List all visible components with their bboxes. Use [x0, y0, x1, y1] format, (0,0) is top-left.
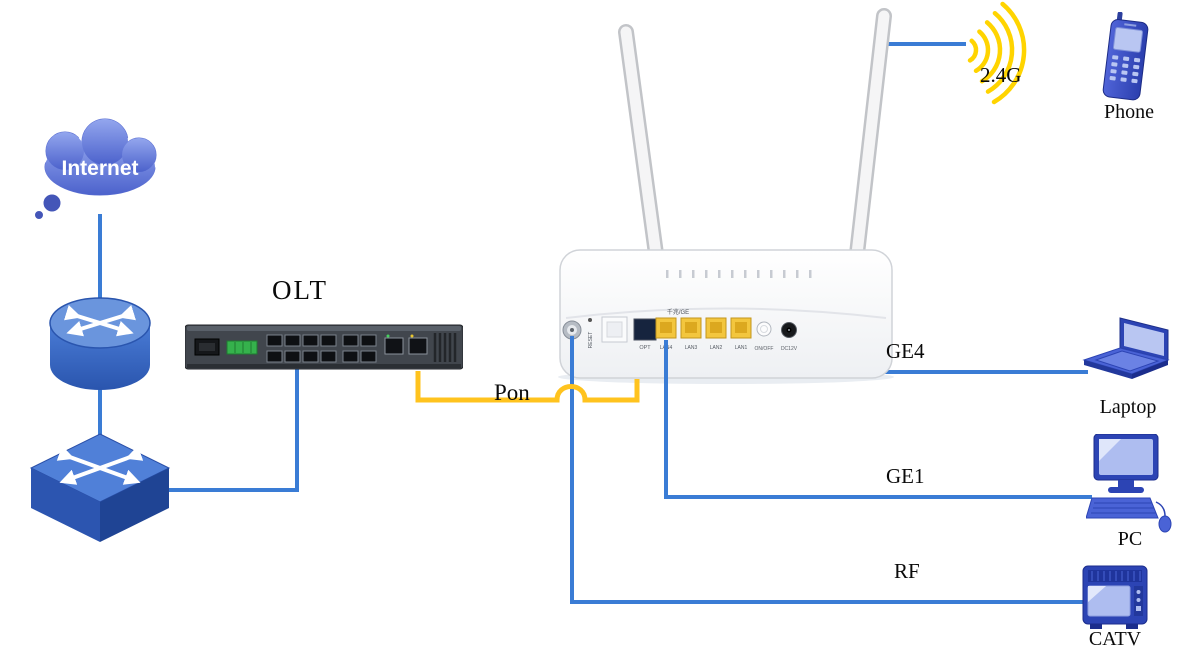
switch-left-face: [31, 468, 100, 542]
wifi-arc-4: [985, 10, 1015, 94]
tv-top-grill: [1088, 570, 1142, 582]
pc-icon-svg: [1086, 434, 1172, 533]
ont-device: RESET OPT 千兆/GE LAN4 LAN3 LAN2 LAN1: [548, 4, 900, 386]
lan3-label: LAN3: [685, 345, 698, 351]
reset-label: RESET: [588, 332, 594, 349]
ont-led-indicators: [666, 270, 812, 278]
olt-power-inlet: [194, 338, 220, 356]
wifi-arc-2: [973, 29, 991, 74]
router-icon: [42, 285, 158, 397]
olt-chassis: [185, 324, 463, 370]
phone-shape: [1102, 12, 1149, 101]
pc-screen: [1099, 439, 1153, 475]
catv-icon: [1080, 554, 1150, 634]
ge1-label: GE1: [886, 464, 925, 488]
lan4-label: LAN4: [660, 345, 673, 351]
olt-sfp-ports: [266, 334, 377, 363]
wire-switch-olt: [160, 358, 299, 492]
laptop-screen: [1124, 323, 1164, 356]
wifi-band-label: 2.4G: [980, 63, 1022, 87]
olt-device-svg: [185, 324, 463, 370]
pc-label: PC: [1117, 528, 1143, 550]
ont-edge-line: [565, 307, 887, 319]
olt-rj45-ports: [384, 334, 428, 355]
ge-mark-label: 千兆/GE: [667, 308, 689, 316]
tv-foot-right: [1126, 624, 1138, 629]
dc12v-label: DC12V: [781, 346, 798, 352]
opt-label: OPT: [639, 345, 651, 351]
wifi-arc-3: [979, 20, 1003, 84]
olt-vents: [433, 333, 457, 362]
lan1-label: LAN1: [735, 345, 748, 351]
laptop-icon: [1080, 316, 1172, 384]
catv-icon-svg: [1082, 565, 1148, 629]
rf-label: RF: [894, 559, 920, 583]
wifi-arc-1: [967, 38, 979, 63]
wifi-signal-icon: [967, 1, 1027, 105]
olt-device: [185, 322, 463, 372]
phone-icon-svg: [1102, 12, 1149, 101]
tv-foot-left: [1090, 624, 1102, 629]
coax-connector: [562, 320, 582, 340]
phone-screen: [1112, 27, 1143, 53]
switch-right-face: [100, 468, 169, 542]
pc-stand-neck: [1118, 480, 1134, 487]
internet-label: Internet: [61, 157, 138, 180]
ont-device-svg: RESET OPT 千兆/GE LAN4 LAN3 LAN2 LAN1: [558, 8, 894, 384]
pc-screen-glare: [1099, 439, 1121, 461]
olt-label: OLT: [272, 275, 329, 305]
router-icon-svg: [49, 297, 151, 390]
antenna-left-icon: [618, 24, 664, 262]
onoff-label: ON/OFF: [755, 346, 774, 352]
laptop-label: Laptop: [1099, 396, 1157, 418]
internet-cloud-svg: Internet: [32, 115, 160, 222]
laptop-keyboard: [1094, 350, 1160, 372]
opt-port: [633, 318, 657, 341]
pc-mouse: [1155, 501, 1172, 533]
antenna-right-icon: [849, 8, 892, 262]
laptop-icon-svg: [1082, 317, 1170, 379]
dc-jack: [781, 322, 797, 338]
lan2-label: LAN2: [710, 345, 723, 351]
phone-label: Phone: [1104, 101, 1154, 123]
switch-icon-svg: [29, 433, 171, 542]
reset-hole: [588, 318, 592, 322]
pon-label: Pon: [494, 380, 530, 405]
internet-cloud: Internet: [25, 115, 175, 223]
cloud-shape: [32, 115, 160, 222]
switch-icon: [25, 424, 175, 546]
ge4-label: GE4: [886, 339, 925, 363]
optical-port: [601, 316, 628, 343]
tv-controls: [1134, 586, 1143, 616]
olt-top-bevel: [187, 326, 461, 331]
laptop-front-edge: [1084, 360, 1132, 379]
pc-keyboard: [1086, 497, 1159, 519]
laptop-side-edge: [1132, 360, 1168, 379]
phone-icon: [1098, 12, 1158, 108]
pc-stand-base: [1108, 487, 1144, 493]
phone-speaker: [1124, 23, 1137, 27]
olt-terminal-block: [226, 340, 258, 355]
power-button: [756, 321, 772, 337]
switch-arrows-icon: [56, 445, 144, 485]
olt-bottom-shade: [187, 364, 461, 368]
router-arrows-icon: [64, 305, 136, 337]
phone-keypad: [1109, 55, 1141, 84]
pc-icon: [1086, 434, 1174, 538]
catv-label: CATV: [1088, 628, 1142, 650]
tv-screen-glare: [1088, 586, 1106, 602]
wifi-arc-5: [991, 1, 1027, 105]
